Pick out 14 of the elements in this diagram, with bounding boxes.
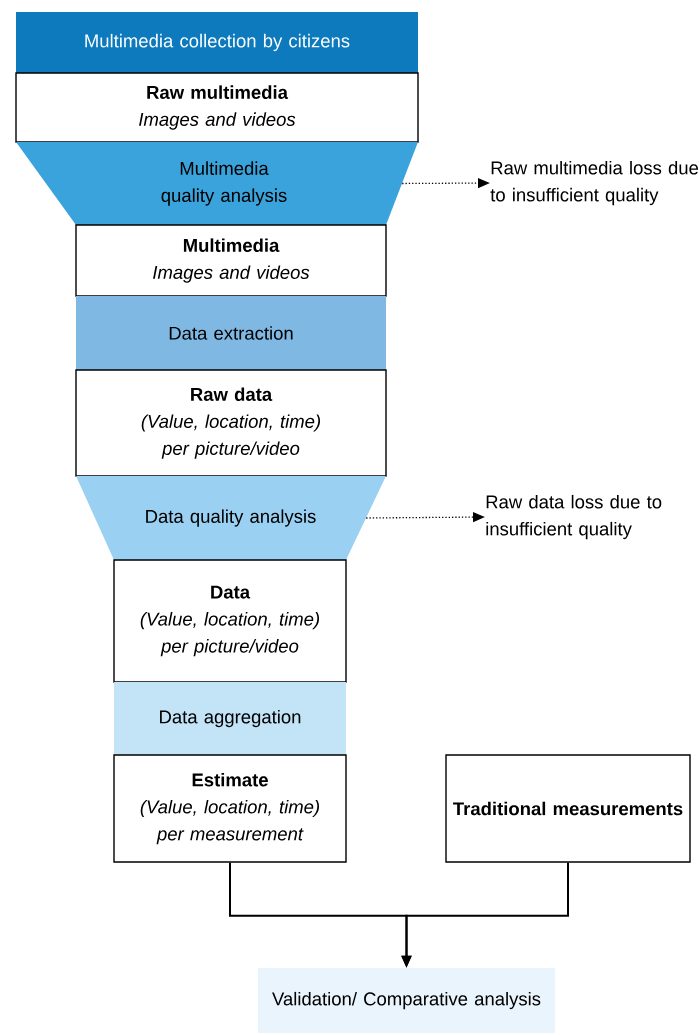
funnel-band: Data quality analysis bbox=[76, 476, 386, 560]
stage-box: Raw data (Value, location, time) per picture/video bbox=[75, 369, 387, 477]
stage-box: Traditional measurements bbox=[445, 754, 691, 863]
loss-note: Raw data loss due to insufficient quality bbox=[486, 494, 662, 540]
stage-box: Multimedia Images and videos bbox=[75, 224, 387, 297]
header-band: Multimedia collection by citizens bbox=[16, 12, 418, 73]
stage-box: Estimate (Value, location, time) per measurement bbox=[113, 754, 347, 863]
loss-note: Raw multimedia loss due to insufficient quality bbox=[490, 160, 699, 206]
process-band: Data extraction bbox=[76, 296, 386, 370]
result-box: Validation/ Comparative analysis bbox=[258, 968, 555, 1033]
stage-box: Raw multimedia Images and videos bbox=[15, 72, 419, 143]
stage-box: Data (Value, location, time) per picture/video bbox=[113, 559, 347, 683]
funnel-band: Multimedia quality analysis bbox=[16, 142, 418, 225]
process-band: Data aggregation bbox=[114, 682, 346, 755]
